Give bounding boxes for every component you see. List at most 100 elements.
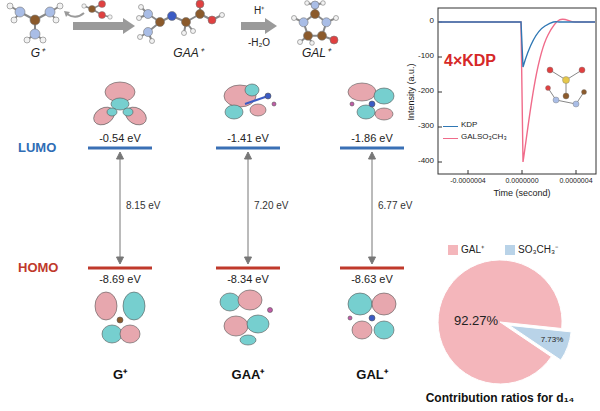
inset-molecule (563, 93, 569, 99)
molecule-g (7, 3, 63, 43)
chart-frame (576, 170, 577, 174)
legend-line (443, 126, 458, 127)
chart-frame (438, 8, 596, 174)
lumo-orbital (225, 105, 243, 119)
molecule-g (30, 29, 40, 39)
formic-acid (82, 4, 86, 8)
molecule-gaa (182, 31, 187, 36)
molecule-g (53, 17, 59, 23)
reaction-arrow (73, 18, 135, 34)
lumo-orbital (245, 84, 259, 96)
lumo-orbital (369, 101, 375, 107)
gap-arrow (245, 152, 252, 159)
molecule-g (40, 37, 46, 43)
formic-acid (89, 6, 96, 13)
molecule-g (45, 7, 55, 17)
molecule-gaa (168, 12, 177, 21)
molecule-gaa (196, 0, 204, 8)
lumo-orbital (272, 102, 276, 106)
energy-level (88, 147, 152, 150)
energy-level (216, 267, 280, 270)
molecule-gal (311, 10, 320, 19)
molecule-label: GAA⁺ (173, 47, 202, 60)
energy-value: -8.63 eV (351, 273, 393, 285)
homo-orbital (117, 317, 123, 323)
molecule-gaa (156, 18, 165, 27)
inset-molecule (563, 77, 570, 84)
homo-orbital (369, 315, 375, 321)
chart-annotation: 4×KDP (444, 52, 496, 70)
homo-orbital (95, 290, 396, 345)
energy-value: -8.69 eV (99, 273, 141, 285)
molecule-node: GAL⁺ (280, 0, 352, 60)
lumo-orbital (375, 108, 393, 120)
molecule-gaa (144, 28, 153, 37)
gap-arrow (248, 156, 249, 260)
molecule-name: GAA⁺ (232, 368, 265, 382)
formic-acid (82, 1, 112, 20)
homo-orbital (95, 292, 117, 320)
molecule-gaa (191, 29, 196, 34)
molecule-gal (330, 36, 338, 44)
inset-molecule (579, 67, 585, 73)
legend-text: SO₃CH₃⁻ (518, 244, 558, 255)
molecule-g (7, 3, 13, 9)
lumo-orbital (122, 104, 149, 129)
chart-frame (438, 127, 442, 128)
gap-arrow (120, 156, 121, 260)
molecule-gal (298, 40, 303, 45)
molecule-gaa (137, 16, 142, 21)
energy-level (88, 267, 152, 270)
homo-orbital (374, 321, 394, 339)
inset-molecule (546, 67, 587, 107)
homo-orbital (247, 315, 269, 333)
inset-molecule (546, 86, 551, 91)
gap-arrow (372, 156, 373, 260)
legend-text: GALSO₃CH₃ (461, 133, 507, 142)
chart-trace (439, 19, 595, 162)
molecule-name: GAL⁺ (356, 368, 387, 382)
curved-arrow (67, 13, 84, 17)
homo-orbital (123, 292, 145, 320)
homo-orbital (268, 308, 273, 313)
pie-chart (438, 260, 571, 384)
molecule-gaa (138, 35, 143, 40)
gap-arrow (369, 152, 376, 159)
formic-acid (99, 12, 106, 19)
energy-level (88, 148, 404, 268)
molecule-gaa (137, 0, 225, 44)
molecule-gal (299, 18, 308, 27)
curved-arrow (64, 11, 84, 17)
molecule-gaa (144, 10, 153, 19)
homo-orbital (220, 293, 240, 311)
legend-swatch (448, 245, 458, 255)
energy-value: -8.34 eV (227, 273, 269, 285)
pie-chart (438, 260, 562, 384)
inset-molecule (546, 67, 587, 107)
tick-label: -200 (418, 87, 434, 96)
homo-orbital (224, 316, 248, 336)
lumo-orbital (374, 88, 394, 104)
gap-value: 7.20 eV (254, 200, 288, 211)
inset-molecule (547, 67, 553, 73)
homo-orbital (348, 316, 352, 320)
reaction-arrow (241, 18, 277, 34)
homo-orbital (240, 335, 256, 345)
chart-frame (438, 57, 442, 58)
molecule-gal (304, 31, 313, 40)
formic-acid (108, 15, 112, 19)
lumo-orbital (90, 104, 117, 129)
inset-molecule (573, 101, 579, 107)
molecule-g (11, 17, 17, 23)
molecule-gaa (220, 13, 225, 18)
lumo-orbital (123, 108, 133, 116)
energy-level (340, 147, 404, 150)
gap-arrow (369, 257, 376, 264)
molecule-gaa (208, 16, 216, 24)
legend-swatch (505, 245, 515, 255)
inset-molecule (553, 97, 559, 103)
chart-trace (439, 19, 595, 162)
molecule-gaa (182, 18, 191, 27)
molecule-g (57, 3, 63, 9)
